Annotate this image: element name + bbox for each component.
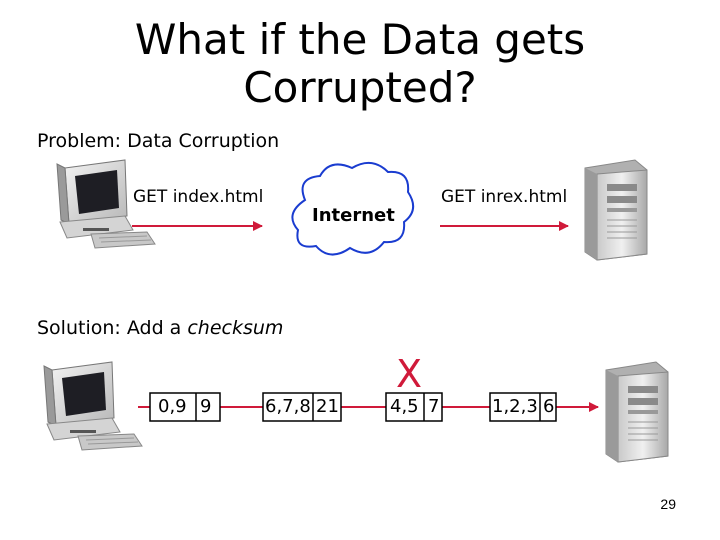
packet-3-data: 4,5 [390,396,419,417]
desktop-computer-icon [43,361,143,451]
title-line-2: Corrupted? [243,63,477,112]
solution-emphasis: checksum [187,317,284,339]
slide-title: What if the Data gets Corrupted? [60,16,660,112]
page-number: 29 [660,496,676,512]
solution-prefix: Solution: Add a [37,317,188,339]
packet-4-data: 1,2,3 [492,396,538,417]
packet-1-data: 0,9 [158,396,187,417]
packet-2 [262,392,342,422]
server-tower-icon [605,361,669,463]
packet-1-checksum: 9 [200,396,212,417]
cloud-icon [291,161,415,256]
server-tower-icon [584,159,648,261]
packet-4-checksum: 6 [543,396,555,417]
problem-text: Problem: Data Corruption [37,130,280,152]
error-mark-icon: X [396,352,423,396]
internet-label: Internet [312,205,395,226]
desktop-computer-icon [56,159,156,249]
packet-3-checksum: 7 [428,396,440,417]
title-line-1: What if the Data gets [134,15,586,64]
packet-2-checksum: 21 [316,396,339,417]
packet-4 [489,392,557,422]
packet-1 [149,392,221,422]
request-received-label: GET inrex.html [441,187,568,207]
request-sent-label: GET index.html [133,187,264,207]
packet-2-data: 6,7,8 [265,396,311,417]
packet-3 [385,392,443,422]
solution-text: Solution: Add a checksum [37,317,283,339]
